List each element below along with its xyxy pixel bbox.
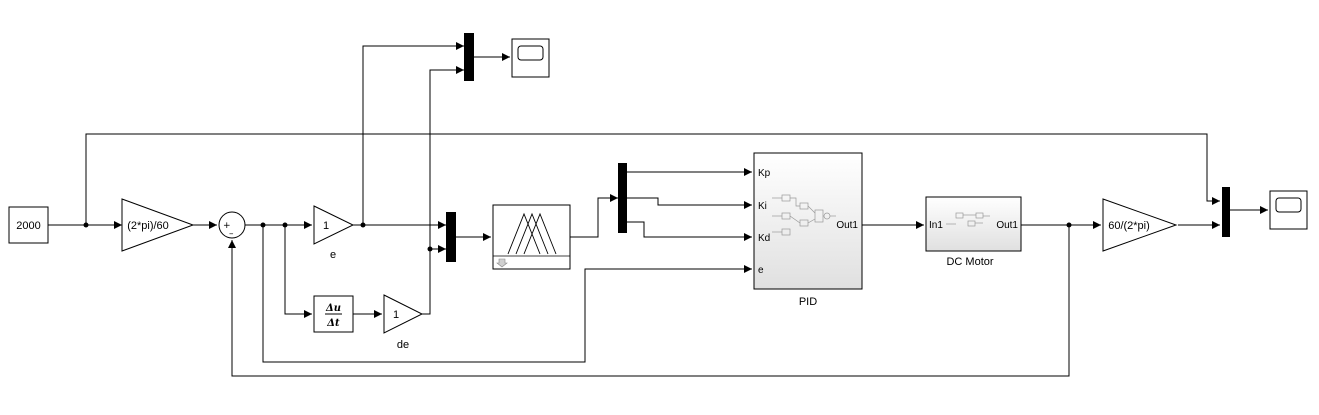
branch-dot <box>83 222 89 228</box>
pid-port-ki: Ki <box>758 201 767 212</box>
constant-block[interactable]: 2000 <box>8 206 49 244</box>
wire-to-derivative[interactable] <box>284 225 312 318</box>
gain-de-value: 1 <box>393 309 399 321</box>
sum-block[interactable]: + – <box>218 211 246 239</box>
scope-screen-icon <box>517 45 544 61</box>
mux-scope1[interactable] <box>464 33 474 81</box>
gain-in-value: (2*pi)/60 <box>127 220 169 232</box>
gain-e-block[interactable]: 1 e <box>313 205 355 261</box>
scope-1[interactable] <box>511 38 550 78</box>
pid-internal-preview-icon <box>772 194 836 236</box>
demux-gains[interactable] <box>618 163 627 233</box>
derivative-numerator: Δu <box>325 303 341 314</box>
dc-motor-internal-preview-icon <box>946 212 990 227</box>
wire-error-to-pid-e[interactable] <box>262 225 752 363</box>
branch-dot <box>282 222 288 228</box>
gain-out-value: 60/(2*pi) <box>1108 220 1150 232</box>
wire-e-to-mux-top[interactable] <box>362 42 464 225</box>
gain-de-name: de <box>397 339 409 351</box>
wire-reference-to-scope2[interactable] <box>85 133 1220 225</box>
branch-dot <box>1066 222 1072 228</box>
branch-points <box>83 222 1072 252</box>
membership-functions-icon <box>507 212 557 255</box>
sum-sign-plus: + <box>223 221 231 231</box>
pid-port-out1: Out1 <box>836 220 858 231</box>
wire-kd[interactable] <box>627 221 752 241</box>
wire-ki[interactable] <box>627 197 752 209</box>
scope-screen-icon <box>1275 197 1302 213</box>
fuzzy-logic-controller-block[interactable] <box>492 204 571 270</box>
branch-dot <box>260 222 266 228</box>
dc-motor-port-in1: In1 <box>929 220 943 231</box>
dc-motor-subsystem-block[interactable]: In1 Out1 DC Motor <box>925 196 1022 268</box>
gain-rpm-to-rad-block[interactable]: (2*pi)/60 <box>121 198 195 252</box>
mux-scope2[interactable] <box>1222 187 1230 237</box>
constant-value: 2000 <box>16 220 40 232</box>
wire-fuzzy-to-demux[interactable] <box>570 194 618 238</box>
gain-rad-to-rpm-block[interactable]: 60/(2*pi) <box>1102 198 1178 252</box>
scope-2[interactable] <box>1269 190 1308 230</box>
pid-port-e: e <box>758 265 764 276</box>
wire-de-to-mux-top[interactable] <box>429 66 464 249</box>
pid-port-kd: Kd <box>758 233 770 244</box>
fuzzy-down-arrow-icon <box>496 258 508 268</box>
mux-e-de[interactable] <box>446 212 456 262</box>
signal-lines <box>48 42 1268 377</box>
derivative-denominator: Δt <box>326 318 340 329</box>
pid-port-kp: Kp <box>758 168 771 179</box>
gain-de-block[interactable]: 1 de <box>383 294 424 351</box>
wire-de-to-mux[interactable] <box>422 245 446 315</box>
derivative-block[interactable]: Δu Δt <box>313 295 354 333</box>
sum-sign-minus: – <box>229 229 234 239</box>
branch-dot <box>360 222 366 228</box>
dc-motor-name: DC Motor <box>946 256 993 268</box>
dc-motor-port-out1: Out1 <box>996 220 1018 231</box>
pid-subsystem-name: PID <box>799 296 817 308</box>
gain-e-name: e <box>330 249 336 261</box>
branch-dot <box>427 246 433 252</box>
pid-subsystem-block[interactable]: Kp Ki Kd e Out1 PID <box>753 152 863 308</box>
gain-e-value: 1 <box>323 220 329 232</box>
wire-feedback[interactable] <box>228 225 1070 377</box>
